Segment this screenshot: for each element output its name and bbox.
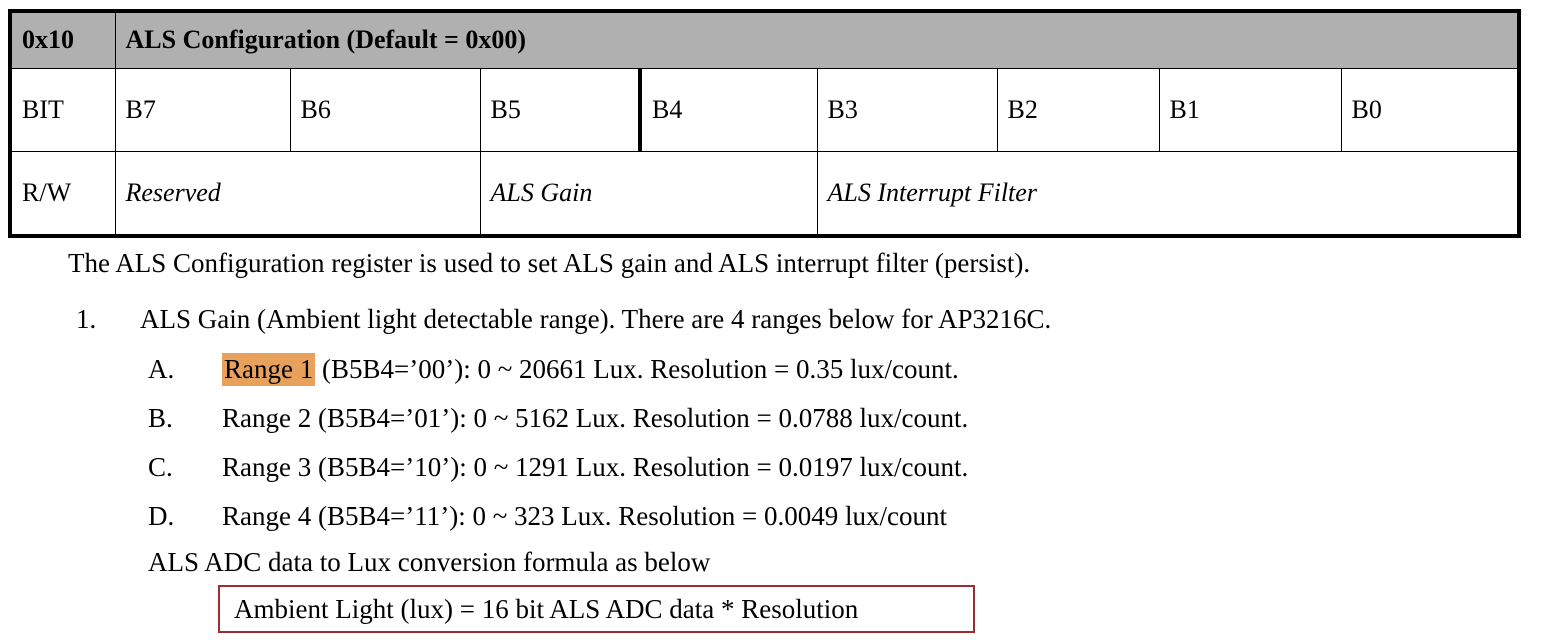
- bit-cell-b5: B5: [479, 68, 642, 152]
- field-als-interrupt-filter: ALS Interrupt Filter: [816, 151, 1520, 237]
- list-item-b-marker: B.: [148, 403, 173, 433]
- register-title: ALS Configuration (Default = 0x00): [114, 10, 1520, 69]
- bit-cell-b1: B1: [1158, 68, 1342, 152]
- bit-cell-b3: B3: [816, 68, 998, 152]
- bit-index-row: BIT B7 B6 B5 B4 B3 B2 B1 B0: [9, 68, 1520, 152]
- bit-cell-b4: B4: [639, 68, 818, 152]
- list-item-c-text: Range 3 (B5B4=’10’): 0 ~ 1291 Lux. Resol…: [222, 454, 968, 481]
- range-1-detail: (B5B4=’00’): 0 ~ 20661 Lux. Resolution =…: [315, 354, 959, 384]
- range-4-detail: (B5B4=’11’): 0 ~ 323 Lux. Resolution = 0…: [311, 501, 948, 531]
- field-reserved: Reserved: [114, 151, 481, 237]
- als-configuration-register-table: 0x10 ALS Configuration (Default = 0x00) …: [8, 9, 1521, 238]
- bit-cell-b7: B7: [114, 68, 291, 152]
- list-item-d-marker: D.: [148, 501, 175, 531]
- field-als-gain: ALS Gain: [479, 151, 818, 237]
- conversion-formula-caption: ALS ADC data to Lux conversion formula a…: [148, 547, 711, 577]
- range-4-label: Range 4: [222, 501, 312, 531]
- bit-cell-b0: B0: [1340, 68, 1520, 152]
- list-item-a-text: Range 1 (B5B4=’00’): 0 ~ 20661 Lux. Reso…: [222, 353, 959, 386]
- formula-text: Ambient Light (lux) = 16 bit ALS ADC dat…: [234, 593, 859, 624]
- list-item-c-marker: C.: [148, 452, 173, 482]
- row-label-rw: R/W: [9, 151, 116, 237]
- formula-box: Ambient Light (lux) = 16 bit ALS ADC dat…: [218, 585, 975, 633]
- intro-paragraph: The ALS Configuration register is used t…: [68, 248, 1031, 278]
- range-3-detail: (B5B4=’10’): 0 ~ 1291 Lux. Resolution = …: [311, 452, 969, 482]
- range-2-detail: (B5B4=’01’): 0 ~ 5162 Lux. Resolution = …: [311, 403, 969, 433]
- register-address: 0x10: [9, 10, 116, 69]
- bit-cell-b6: B6: [289, 68, 481, 152]
- list-item-1-marker: 1.: [76, 304, 97, 334]
- list-item-a-marker: A.: [148, 354, 175, 384]
- bit-cell-b2: B2: [996, 68, 1160, 152]
- register-header-row: 0x10 ALS Configuration (Default = 0x00): [9, 10, 1520, 69]
- field-name-row: R/W Reserved ALS Gain ALS Interrupt Filt…: [9, 151, 1520, 237]
- range-2-label: Range 2: [222, 403, 312, 433]
- row-label-bit: BIT: [9, 68, 116, 152]
- list-item-1-text: ALS Gain (Ambient light detectable range…: [140, 304, 1052, 334]
- list-item-b-text: Range 2 (B5B4=’01’): 0 ~ 5162 Lux. Resol…: [222, 405, 968, 432]
- list-item-d-text: Range 4 (B5B4=’11’): 0 ~ 323 Lux. Resolu…: [222, 503, 947, 530]
- range-1-highlight: Range 1: [222, 353, 316, 386]
- range-3-label: Range 3: [222, 452, 312, 482]
